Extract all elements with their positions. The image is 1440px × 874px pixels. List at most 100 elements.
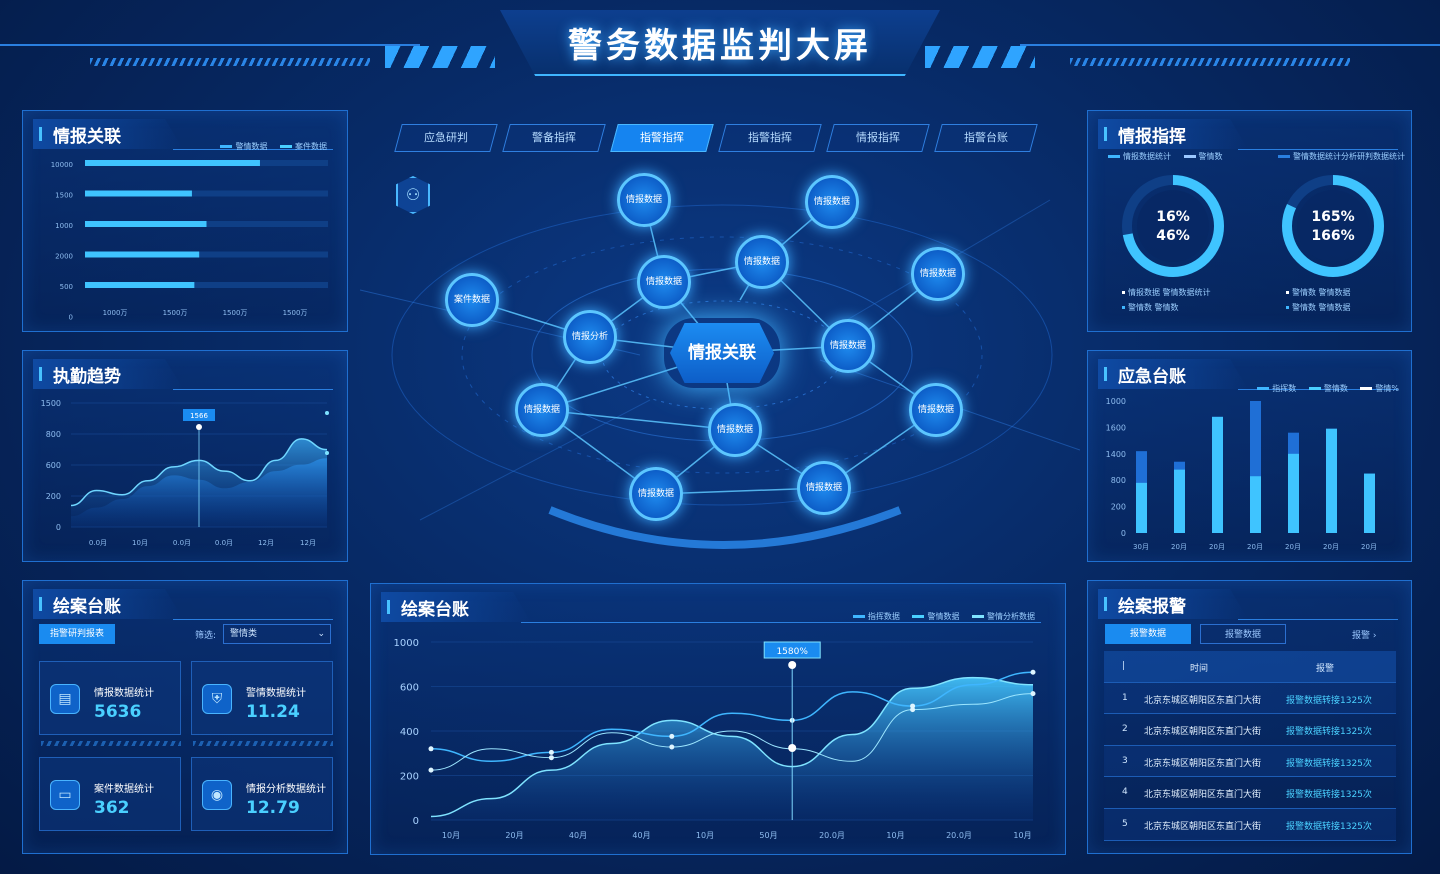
x-tick-label: 20月 <box>1285 543 1301 551</box>
legend-item: 警情分析数据 <box>987 612 1035 621</box>
x-tick-label: 0.0月 <box>215 539 233 547</box>
panel-intel-index: 情报指挥 情报数据统计 警情数 警情数据统计分析研判数据统计 16% 46% 1… <box>1087 110 1412 332</box>
network-node[interactable]: 情报数据 <box>821 319 875 373</box>
x-tick-label: 10月 <box>442 831 460 840</box>
donut-arc <box>1282 175 1384 277</box>
bar-series-1 <box>1250 401 1261 533</box>
tooltip-box <box>183 409 215 421</box>
tooltip-box <box>763 641 821 659</box>
network-node[interactable]: 情报数据 <box>735 235 789 289</box>
filter-select-value: 警情类 <box>230 629 258 639</box>
network-node[interactable]: 情报分析 <box>563 310 617 364</box>
donut-center <box>1297 190 1369 262</box>
legend-right: 警情数据统计分析研判数据统计 <box>1268 151 1405 162</box>
report-button[interactable]: 指警研判报表 <box>39 624 115 644</box>
x-tick-label: 12月 <box>300 539 316 547</box>
bar <box>85 282 195 288</box>
y-tick-label: 1500 <box>55 192 73 200</box>
stat-card-label: 情报分析数据统计 <box>246 784 326 795</box>
header-line-right <box>1020 44 1440 46</box>
shield-icon: ⛨ <box>202 684 232 714</box>
network-node[interactable]: 情报数据 <box>708 403 762 457</box>
legend: 指挥数 警情数 警情% <box>1247 383 1399 394</box>
header-stripes-right <box>925 46 1035 68</box>
bar <box>85 160 260 166</box>
y-tick-label: 1400 <box>1106 450 1126 459</box>
bar-series-2 <box>1288 453 1299 533</box>
panel-header: 执勤趋势 <box>33 359 183 389</box>
legend: 指挥数据 警情数据 警情分析数据 <box>843 611 1035 622</box>
page-title: 警务数据监判大屏 <box>568 26 872 66</box>
x-tick-label: 20月 <box>1323 543 1339 551</box>
data-point <box>548 755 554 761</box>
select-label: 筛选: <box>195 631 217 641</box>
legend-item: 警情数据统计分析研判数据统计 <box>1293 152 1405 161</box>
stat-card[interactable]: ◉ 情报分析数据统计 12.79 <box>191 757 333 831</box>
line-series-1 <box>430 676 1034 818</box>
y-tick-label: 1600 <box>1106 423 1126 432</box>
network-node[interactable]: 情报数据 <box>909 383 963 437</box>
alert-tab[interactable]: 报警数据 <box>1200 624 1286 644</box>
stat-card[interactable]: ▤ 情报数据统计 5636 <box>39 661 181 735</box>
x-tick-label: 20月 <box>505 831 523 840</box>
x-tick-label: 20月 <box>1209 543 1225 551</box>
data-point <box>910 703 916 709</box>
y-tick-label: 800 <box>1111 476 1126 485</box>
network-node[interactable]: 情报数据 <box>805 175 859 229</box>
monitor-icon: ▭ <box>50 780 80 810</box>
legend-item: 案件数据 <box>295 142 327 151</box>
network-node[interactable]: 情报数据 <box>797 461 851 515</box>
network-hub[interactable]: 情报关联 <box>670 323 774 383</box>
stat-card[interactable]: ▭ 案件数据统计 362 <box>39 757 181 831</box>
end-point <box>325 451 329 455</box>
network-node[interactable]: 情报数据 <box>629 467 683 521</box>
panel-header: 情报关联 <box>33 119 183 149</box>
donut-center <box>1137 190 1209 262</box>
y-tick-label: 0 <box>56 523 61 532</box>
tooltip-point <box>788 744 797 752</box>
legend-item: 警情数据 <box>927 612 960 621</box>
network-node[interactable]: 情报数据 <box>637 255 691 309</box>
x-tick-label: 20月 <box>1247 543 1263 551</box>
network-node[interactable]: 情报数据 <box>515 383 569 437</box>
header-stripes-left <box>385 46 495 68</box>
y-tick-label: 600 <box>400 683 419 694</box>
alert-tab-active[interactable]: 报警数据 <box>1105 624 1191 644</box>
y-tick-label: 1000 <box>55 222 73 230</box>
legend-item: 警情数据 <box>235 142 268 151</box>
legend: 警情数据 案件数据 <box>210 141 327 152</box>
panel-case-cards: 绘案台账 指警研判报表 筛选: 警情类 ⌄ ▤ 情报数据统计 5636 ⛨ 警情… <box>22 580 348 854</box>
police-shield-icon: ⚇ <box>396 176 430 214</box>
x-tick-label: 1000万 <box>103 309 128 317</box>
stat-card-value: 12.79 <box>246 798 300 818</box>
legend-item: 警情% <box>1375 384 1399 393</box>
network-node[interactable]: 情报数据 <box>617 173 671 227</box>
panel-header: 绘案报警 <box>1098 589 1248 619</box>
tooltip-point <box>196 424 202 430</box>
y-tick-label: 1000 <box>394 638 419 649</box>
filter-select[interactable]: 警情类 ⌄ <box>223 624 331 644</box>
stat-card[interactable]: ⛨ 警情数据统计 11.24 <box>191 661 333 735</box>
network-node[interactable]: 情报数据 <box>911 247 965 301</box>
x-tick-label: 20月 <box>1171 543 1187 551</box>
x-tick-label: 10月 <box>886 831 904 840</box>
donut1-legend: 情报数据 警情数据统计 警情数 警情数 <box>1122 285 1211 315</box>
stat-card-value: 11.24 <box>246 702 300 722</box>
line-series-3 <box>430 693 1034 771</box>
bar-series-2 <box>1250 476 1261 533</box>
bar-track <box>85 282 328 288</box>
panel-header: 应急台账 <box>1098 359 1248 389</box>
y-tick-label: 200 <box>1111 503 1126 512</box>
y-tick-label: 400 <box>400 727 419 738</box>
header-ticks-left <box>90 58 370 66</box>
network-node[interactable]: 案件数据 <box>445 273 499 327</box>
more-link[interactable]: 报警 › <box>1352 631 1377 641</box>
